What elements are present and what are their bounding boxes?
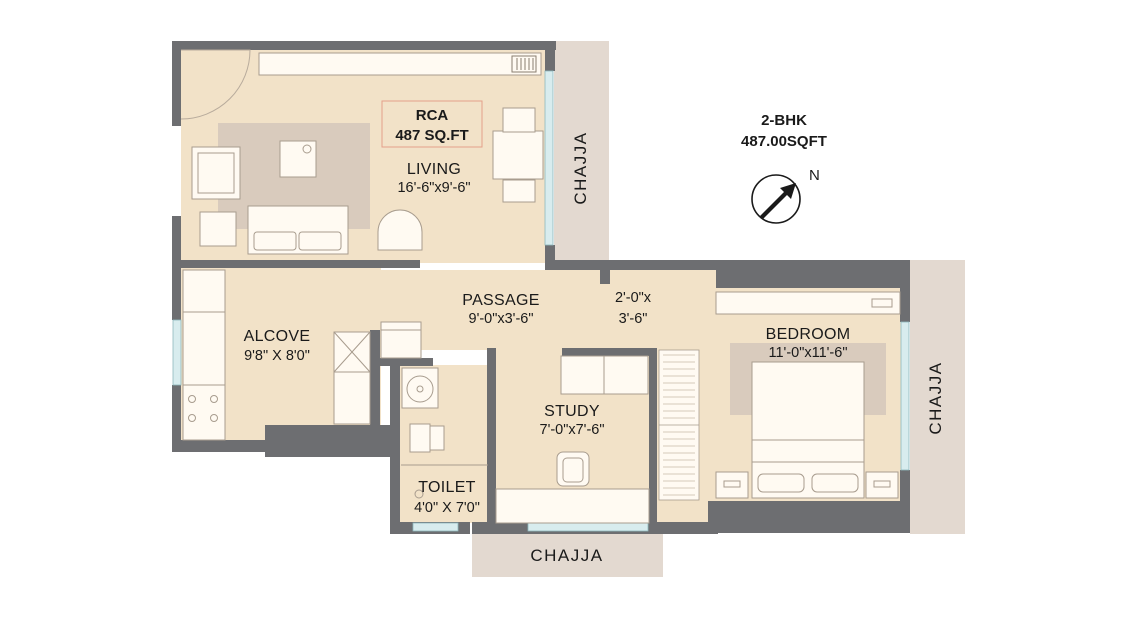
rca-box — [381, 100, 483, 148]
study-desk — [495, 488, 650, 524]
wc — [409, 423, 431, 453]
rca-title: RCA — [416, 107, 449, 124]
study-furniture — [495, 355, 650, 524]
living-size: 16'-6"x9'-6" — [397, 180, 470, 196]
dining-table — [492, 130, 544, 180]
stove-icon — [188, 395, 218, 422]
passage-size: 9'-0"x3'-6" — [469, 311, 534, 327]
study-name: STUDY — [544, 403, 600, 420]
window-toilet — [412, 522, 459, 532]
chajja-top-label: CHAJJA — [571, 131, 590, 204]
kitchen-counter — [182, 269, 226, 441]
window-alcove — [172, 319, 182, 386]
toilet-fixtures — [401, 367, 488, 499]
window-living — [544, 70, 554, 246]
washing-machine — [380, 321, 422, 359]
bedroom-shelf — [715, 291, 901, 315]
bedroom-size: 11'-0"x11'-6" — [769, 345, 848, 361]
passage-name: PASSAGE — [462, 292, 539, 309]
labels: 2-BHK 487.00SQFT RCA 487 SQ.FT LIVING 16… — [244, 107, 945, 565]
toilet-name: TOILET — [418, 479, 476, 496]
plan-area-label: 487.00SQFT — [741, 133, 827, 150]
bedside-right — [865, 471, 899, 499]
north-label: N — [809, 167, 820, 184]
ac-vent-icon — [511, 55, 537, 73]
coffee-table — [279, 140, 317, 178]
passage-small-floor — [600, 270, 716, 350]
chajja-right-label: CHAJJA — [926, 361, 945, 434]
north-arrow-icon: N — [751, 167, 820, 224]
bedside-left — [715, 471, 749, 499]
alcove-size: 9'8" X 8'0" — [244, 348, 310, 364]
bedroom-furniture — [715, 291, 901, 499]
tv-unit — [258, 52, 542, 76]
wardrobe-hatch — [663, 354, 695, 496]
window-study — [527, 522, 649, 532]
passage-small-size-1: 2'-0"x — [615, 290, 652, 306]
living-furniture — [180, 49, 544, 255]
wardrobe — [658, 349, 700, 501]
round-chair — [377, 209, 423, 251]
plan-type-label: 2-BHK — [761, 112, 807, 129]
living-name: LIVING — [407, 161, 461, 178]
rca-area: 487 SQ.FT — [395, 127, 468, 144]
window-bedroom — [900, 321, 910, 471]
alcove-furniture — [182, 269, 422, 441]
alcove-name: ALCOVE — [244, 328, 311, 345]
passage-small-size-2: 3'-6" — [619, 311, 648, 327]
toilet-size: 4'0" X 7'0" — [414, 500, 480, 516]
chajja-bottom-label: CHAJJA — [530, 546, 603, 565]
chajja-areas — [472, 41, 965, 577]
floor-drain-icon — [414, 489, 424, 499]
bedroom-name: BEDROOM — [766, 326, 851, 343]
study-size: 7'-0"x7'-6" — [540, 422, 605, 438]
entry-door-swing — [180, 49, 251, 120]
chajja-bottom — [472, 534, 663, 577]
side-table — [199, 211, 237, 247]
chajja-right — [910, 260, 965, 534]
chajja-top — [554, 41, 609, 263]
